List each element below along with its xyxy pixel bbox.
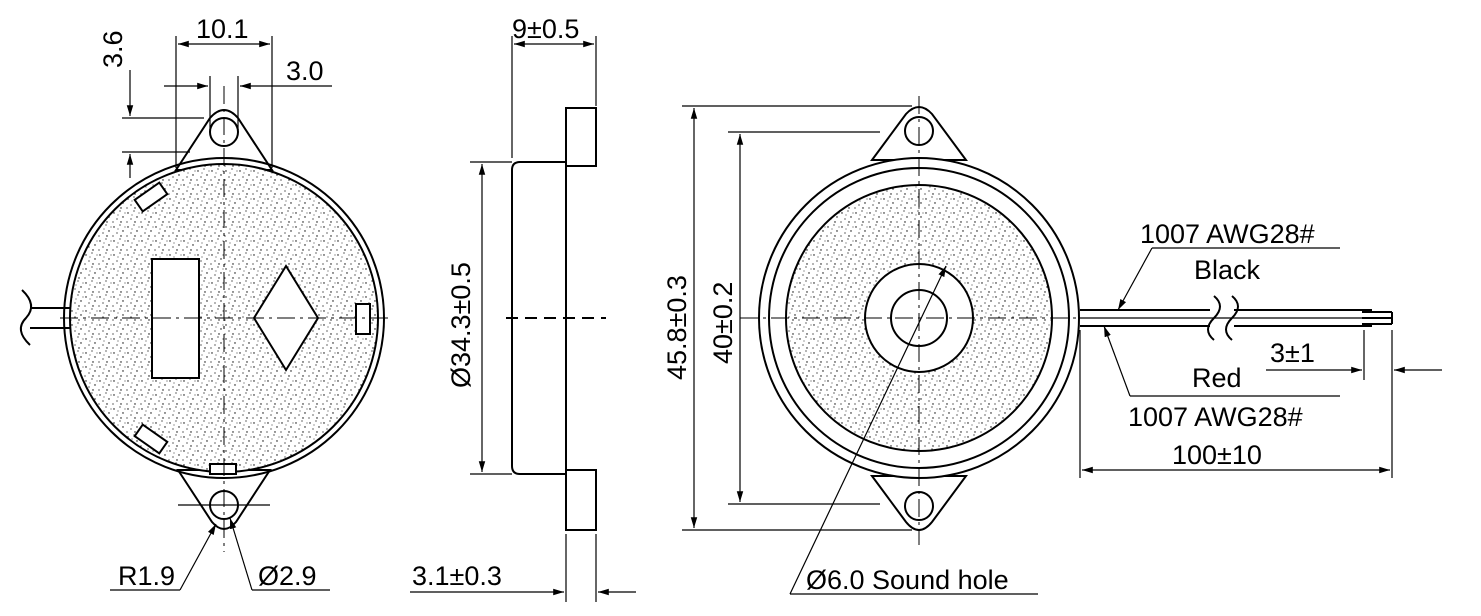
wire-top-spec: 1007 AWG28# (1140, 219, 1315, 249)
dim-wire-strip: 3±1 (1270, 338, 1315, 368)
dim-wire-length: 100±10 (1172, 440, 1262, 470)
dim-outer-diameter: 45.8±0.3 (662, 275, 692, 380)
rear-view: 10.1 3.0 3.6 R1.9 Ø2.9 (19, 14, 390, 591)
wire-bottom-spec: 1007 AWG28# (1128, 402, 1303, 432)
dim-flange-thickness: 3.1±0.3 (412, 561, 502, 591)
dim-inner-diameter: 40±0.2 (708, 282, 738, 364)
wire-bottom-color: Red (1192, 363, 1242, 393)
dim-lug-width: 10.1 (196, 14, 249, 44)
dim-sound-hole: Ø6.0 Sound hole (806, 565, 1009, 595)
front-view: 45.8±0.3 40±0.2 Ø6.0 Sound hole 1007 AWG… (662, 96, 1442, 595)
dim-side-depth: 9±0.5 (512, 14, 579, 44)
dim-lug-height: 3.6 (98, 30, 128, 68)
side-view: 9±0.5 Ø34.3±0.5 3.1±0.3 (410, 14, 636, 602)
wire-top-color: Black (1194, 255, 1261, 285)
dim-corner-radius: R1.9 (118, 561, 175, 591)
dim-side-diameter: Ø34.3±0.5 (446, 262, 476, 388)
dim-mount-hole: Ø2.9 (258, 561, 317, 591)
dim-lug-hole-offset: 3.0 (286, 56, 324, 86)
